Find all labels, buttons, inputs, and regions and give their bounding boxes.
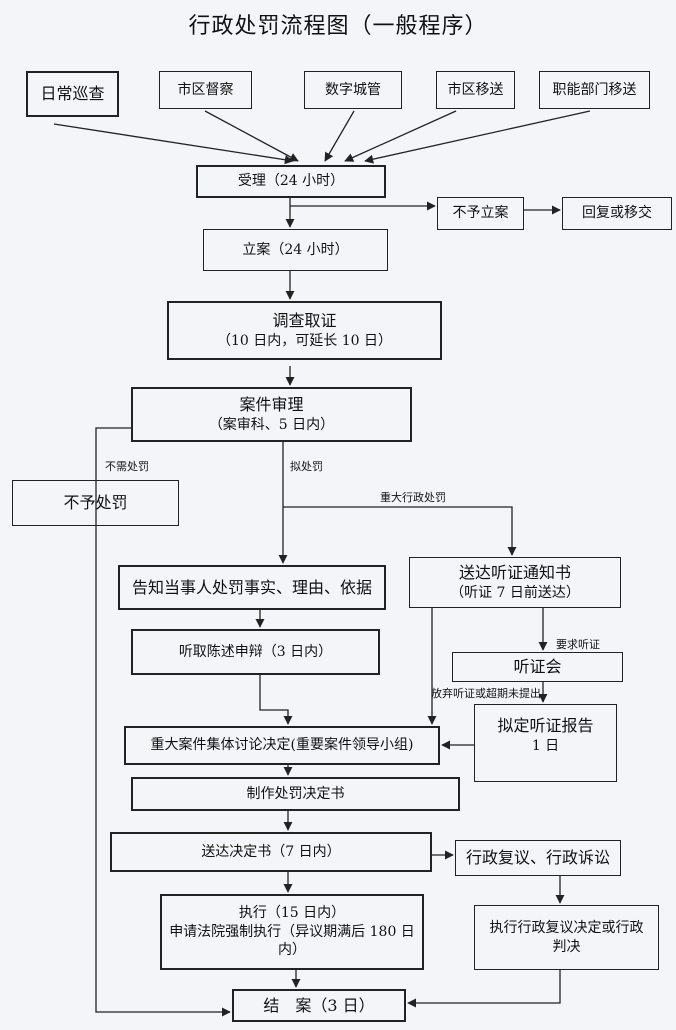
source-department-transfer: 职能部门移送	[539, 71, 650, 109]
reply-transfer-box: 回复或移交	[562, 197, 672, 230]
proposed-penalty-label: 拟处罚	[290, 460, 323, 473]
no-penalty-label: 不需处罚	[105, 460, 149, 473]
accept-box: 受理（24 小时）	[196, 165, 386, 198]
statement-box: 听取陈述申辩（3 日内）	[131, 629, 380, 675]
reconsider-box: 行政复议、行政诉讼	[455, 840, 621, 876]
collective-decision-box: 重大案件集体讨论决定(重要案件领导小组)	[124, 726, 440, 765]
major-penalty-label: 重大行政处罚	[380, 491, 446, 504]
arrow-department-to-accept	[364, 110, 591, 164]
source-city-transfer: 市区移送	[436, 71, 515, 109]
deliver-decision-box: 送达决定书（7 日内）	[110, 832, 432, 872]
arrow-supervision-to-accept	[204, 110, 299, 162]
arrow-digital-to-accept	[324, 110, 355, 162]
execute-box: 执行（15 日内）申请法院强制执行（异议期满后 180 日内）	[160, 894, 424, 970]
arrow-execute-review-to-close	[407, 970, 561, 1008]
source-daily-patrol: 日常巡查	[26, 71, 119, 117]
close-case-box: 结 案（3 日）	[232, 989, 406, 1022]
waive-hearing-label: 放弃听证或超期未提出	[431, 687, 541, 700]
page-title: 行政处罚流程图（一般程序）	[188, 14, 488, 39]
filing-box: 立案（24 小时）	[203, 229, 388, 271]
source-city-supervision: 市区督察	[159, 71, 252, 109]
investigate-box: 调查取证（10 日内，可延长 10 日）	[167, 301, 442, 360]
inform-box: 告知当事人处罚事实、理由、依据	[118, 565, 386, 610]
no-case-box: 不予立案	[437, 197, 524, 230]
source-digital-urban: 数字城管	[304, 71, 402, 109]
arrow-transfer-to-accept	[344, 110, 457, 162]
arrow-daily-to-accept	[53, 123, 294, 165]
request-hearing-label: 要求听证	[556, 638, 600, 651]
arrow-to-hearing-notice	[283, 506, 517, 556]
hearing-box: 听证会	[452, 652, 623, 682]
arrow-nopenalty-to-close	[95, 427, 231, 1017]
make-decision-box: 制作处罚决定书	[131, 777, 460, 811]
review-box: 案件审理（案审科、5 日内）	[131, 387, 412, 442]
hearing-notice-box: 送达听证通知书（听证 7 日前送达）	[409, 557, 621, 608]
execute-review-box: 执行行政复议决定或行政判决	[474, 905, 659, 970]
arrow-statement-to-collective	[259, 675, 293, 725]
